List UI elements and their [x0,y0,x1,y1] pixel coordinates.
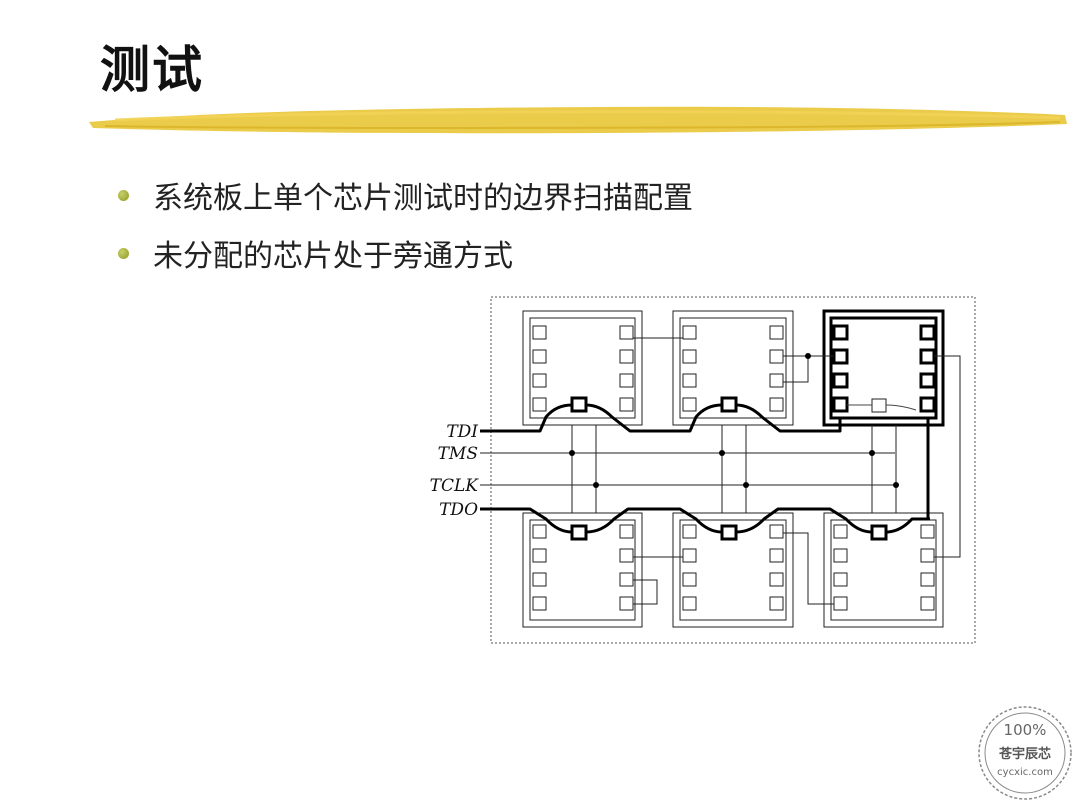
watermark-stamp: 100% 苍宇辰芯 cycxic.com [978,706,1072,800]
bullet-item: 未分配的芯片处于旁通方式 [118,224,693,282]
bullet-item: 系统板上单个芯片测试时的边界扫描配置 [118,166,693,224]
stamp-company: 苍宇辰芯 [998,746,1051,762]
tdi-label: TDI [446,422,478,442]
bullet-text: 系统板上单个芯片测试时的边界扫描配置 [153,181,693,216]
scan-path [480,403,930,534]
junction-dots [569,353,899,488]
bullet-icon [118,189,129,201]
title-underline-brushstroke [89,106,1067,134]
bullet-icon [118,247,129,259]
chip-top-1 [522,310,643,426]
tms-label: TMS [438,444,478,464]
slide-title: 测试 [100,41,204,99]
bullet-list: 系统板上单个芯片测试时的边界扫描配置 未分配的芯片处于旁通方式 [118,166,693,282]
chip-bottom-2 [672,512,794,628]
tdo-label: TDO [439,500,478,520]
bullet-text: 未分配的芯片处于旁通方式 [153,239,513,274]
stamp-percent: 100% [1004,721,1047,739]
tclk-label: TCLK [430,476,480,496]
boundary-cells-selected [832,324,936,413]
control-bus [480,337,961,605]
boundary-cells [532,325,935,611]
boundary-scan-diagram: TDI TMS TCLK TDO [430,296,976,644]
chip-top-2 [672,310,794,426]
chip-bottom-1 [522,512,643,628]
stamp-site: cycxic.com [997,767,1053,778]
chip-bottom-3 [823,512,944,628]
board-outline [490,296,976,644]
selected-chip-internal-path [847,404,917,411]
chip-top-3-selected [822,309,945,427]
